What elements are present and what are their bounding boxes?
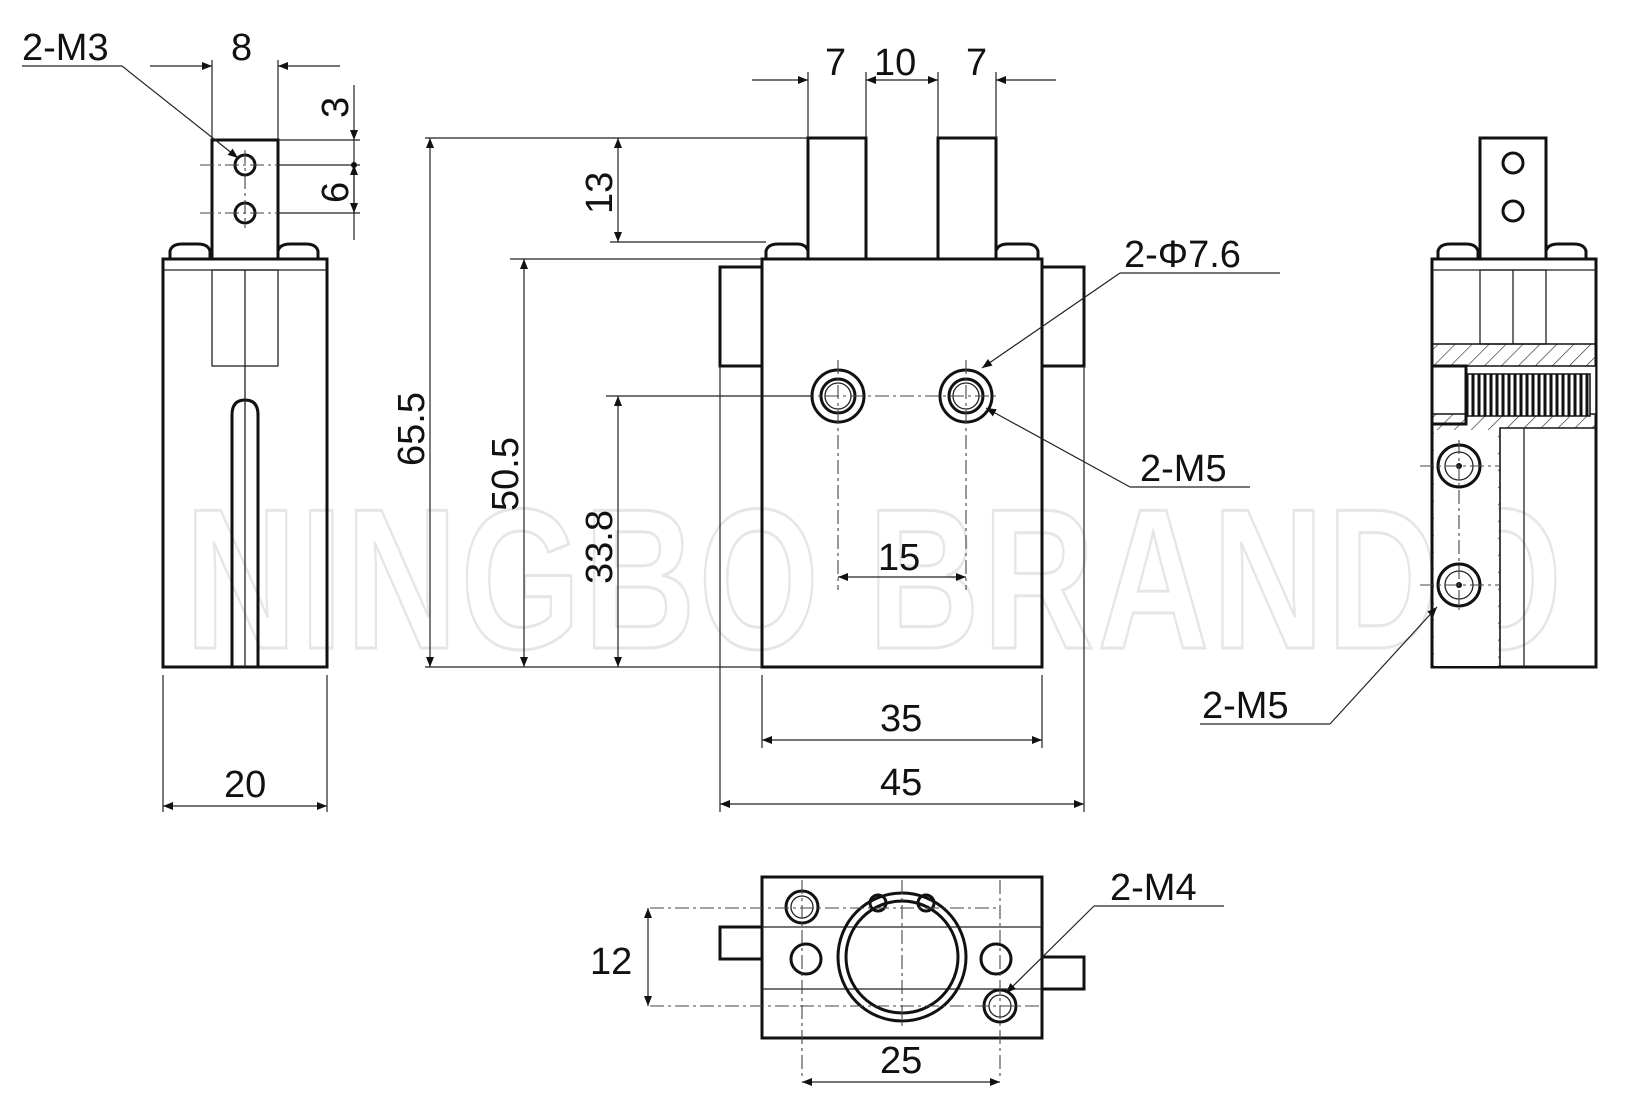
label-dim-6: 6 [315, 182, 357, 203]
front-cap-right [994, 242, 1040, 259]
label-2-m3-left: 2-M3 [22, 27, 109, 69]
front-cap-left [764, 242, 810, 259]
label-2-m5-front: 2-M5 [1140, 448, 1227, 490]
left-cap-left [168, 242, 212, 259]
label-dim-10: 10 [874, 42, 916, 84]
label-dim-7-right: 7 [966, 42, 987, 84]
front-body-outline [760, 257, 1044, 669]
front-view: 7 10 7 13 65.5 50.5 33.8 2-Φ7.6 2-M5 15 … [391, 42, 1280, 812]
label-dim-7-left: 7 [825, 42, 846, 84]
label-2-m5-right: 2-M5 [1202, 685, 1289, 727]
label-2-phi-7-6: 2-Φ7.6 [1124, 234, 1241, 276]
right-jaw-hole-upper [1501, 151, 1525, 175]
label-dim-35: 35 [880, 698, 922, 740]
front-wing-left [718, 265, 764, 368]
label-dim-8: 8 [231, 27, 252, 69]
bottom-view: 2-M4 12 25 [590, 867, 1224, 1086]
right-jaw [1478, 136, 1548, 261]
left-cap-right [276, 242, 320, 259]
label-2-m4: 2-M4 [1110, 867, 1197, 909]
bottom-hole-right [979, 942, 1013, 976]
bottom-jaw-right [1040, 955, 1086, 991]
watermark-text: NINGBO BRANDO [185, 468, 1565, 691]
label-dim-25: 25 [880, 1040, 922, 1082]
left-side-view: 2-M3 8 3 6 20 [22, 27, 360, 812]
right-jaw-hole-lower [1501, 199, 1525, 223]
label-dim-20: 20 [224, 764, 266, 806]
bottom-jaw-left [718, 925, 764, 961]
label-dim-3: 3 [315, 97, 357, 118]
front-jaw-left [806, 136, 868, 261]
label-dim-15: 15 [878, 537, 920, 579]
label-dim-65-5: 65.5 [391, 392, 433, 466]
label-dim-50-5: 50.5 [485, 437, 527, 511]
front-wing-right [1040, 265, 1086, 368]
label-dim-13: 13 [579, 172, 621, 214]
label-dim-12: 12 [590, 941, 632, 983]
label-dim-33-8: 33.8 [579, 510, 621, 584]
right-cap-right [1544, 242, 1588, 259]
front-jaw-right [936, 136, 998, 261]
right-cap-left [1436, 242, 1480, 259]
right-thread-section [1465, 373, 1591, 417]
label-dim-45: 45 [880, 762, 922, 804]
bottom-hole-left [789, 942, 823, 976]
left-jaw [210, 138, 280, 261]
right-side-view: 2-M5 [1200, 136, 1598, 727]
